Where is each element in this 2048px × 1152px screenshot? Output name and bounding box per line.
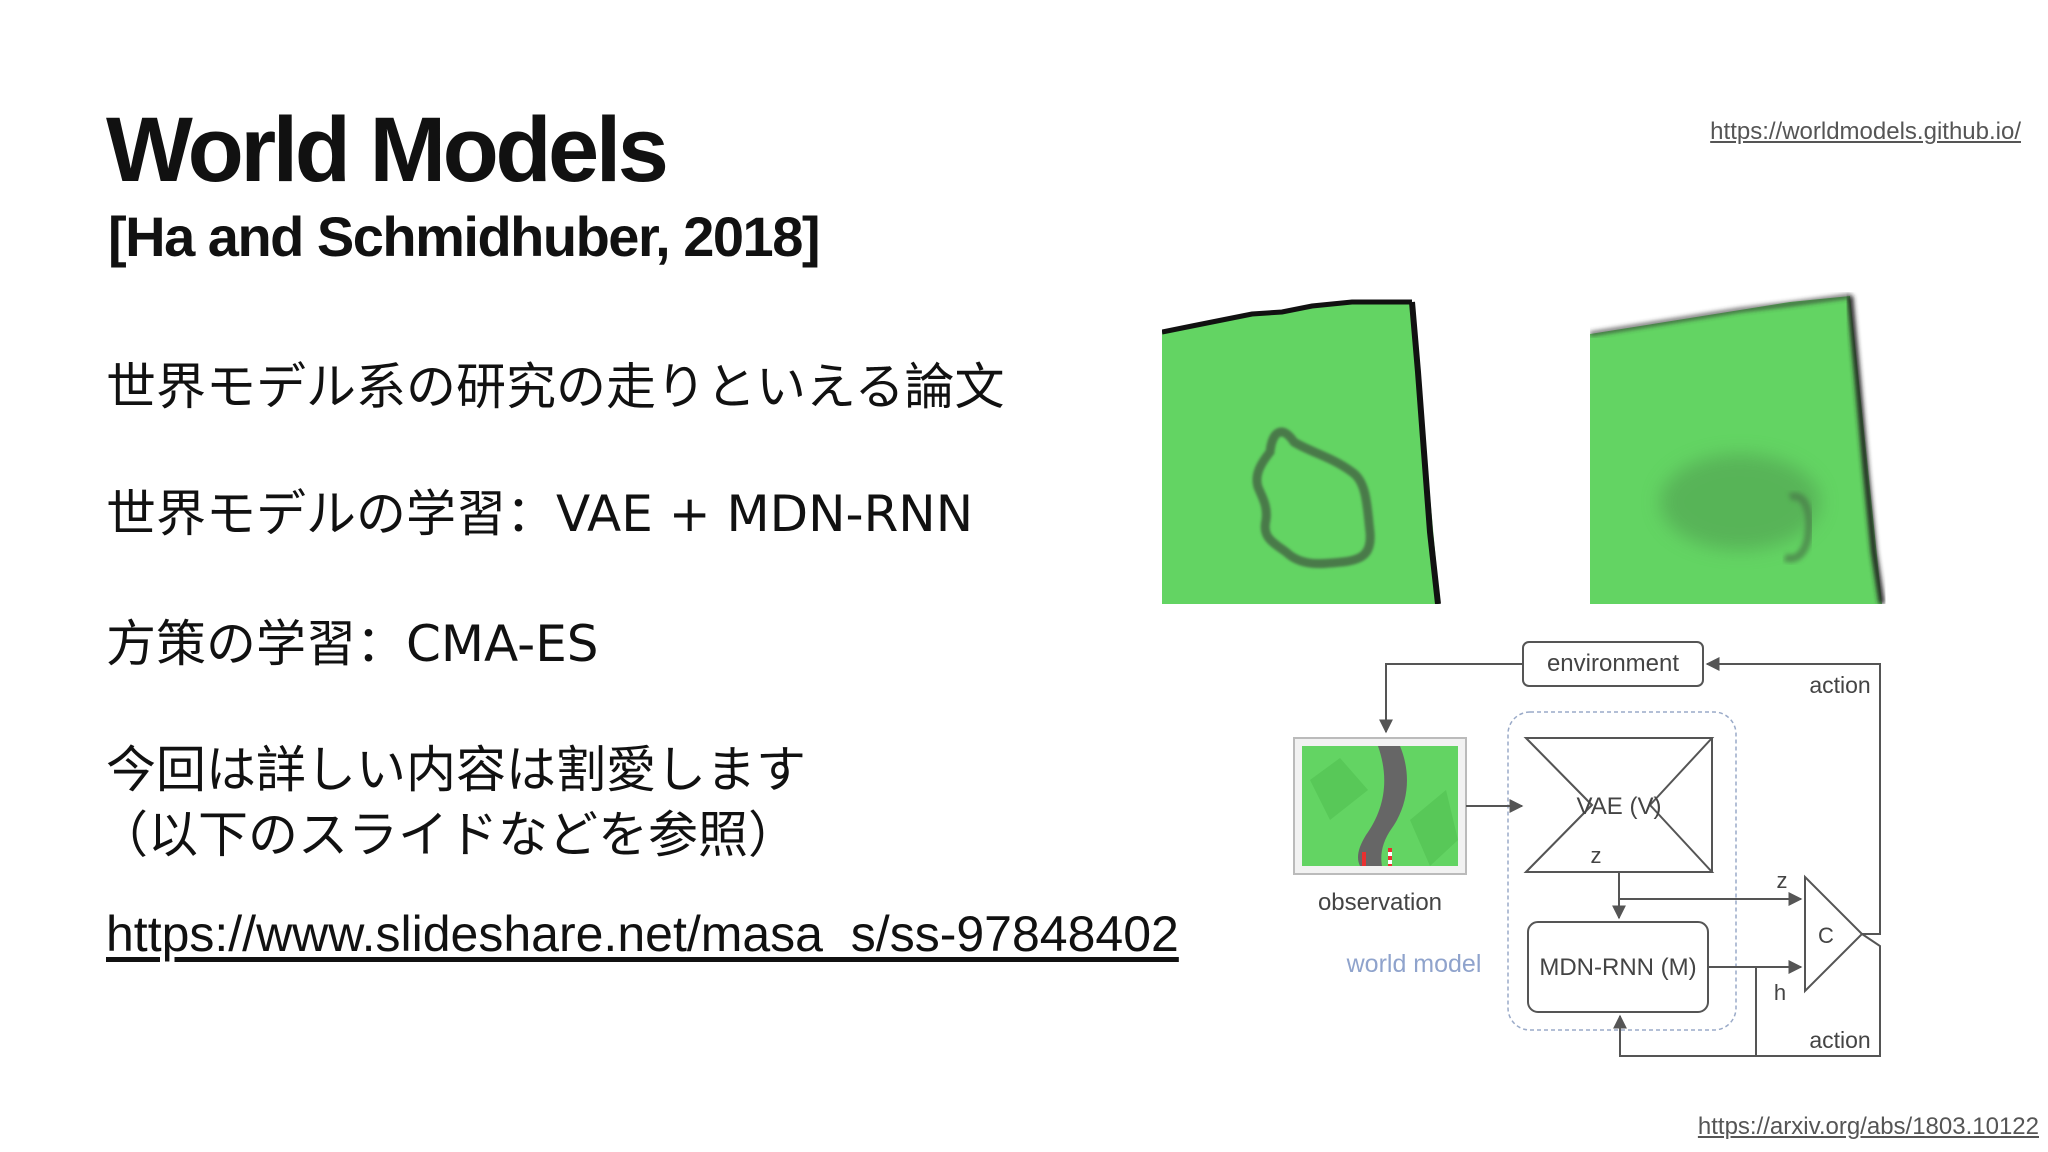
world-model-label: world model xyxy=(1346,950,1482,978)
environment-box: environment xyxy=(1522,641,1704,687)
bullet-2: 世界モデルの学習：VAE + MDN-RNN xyxy=(106,485,974,543)
observation-label: observation xyxy=(1318,889,1442,916)
diagram-connectors xyxy=(1379,657,1881,1057)
real-frame-image xyxy=(1162,299,1441,604)
controller-label: C xyxy=(1818,923,1834,948)
vae-label: VAE (V) xyxy=(1577,793,1662,820)
slideshare-link[interactable]: https://www.slideshare.net/masa_s/ss-978… xyxy=(106,906,1179,962)
dream-frame-image xyxy=(1590,294,1885,604)
car-racing-frames xyxy=(1162,292,2022,604)
action-label-top: action xyxy=(1809,672,1870,698)
controller-h-label: h xyxy=(1774,980,1786,1005)
vae-z-label: z xyxy=(1591,843,1602,868)
observation-frame xyxy=(1293,737,1467,875)
bullet-1: 世界モデル系の研究の走りといえる論文 xyxy=(106,358,1005,416)
mdn-rnn-label: MDN-RNN (M) xyxy=(1539,954,1696,981)
slide-subtitle: [Ha and Schmidhuber, 2018] xyxy=(108,205,820,268)
world-model-container xyxy=(1507,711,1737,1031)
environment-label: environment xyxy=(1547,650,1679,677)
bullet-4: 今回は詳しい内容は割愛します （以下のスライドなどを参照） xyxy=(98,738,806,868)
controller-shape xyxy=(1804,874,1864,994)
action-label-bottom: action xyxy=(1809,1027,1870,1053)
bullet-4-line-1: 今回は詳しい内容は割愛します xyxy=(106,741,806,799)
world-model-diagram: environment world model observation VAE … xyxy=(1293,641,1881,1057)
project-link[interactable]: https://worldmodels.github.io/ xyxy=(1710,118,2021,145)
bullet-3: 方策の学習：CMA-ES xyxy=(106,615,599,673)
bullet-4-line-2: （以下のスライドなどを参照） xyxy=(98,806,798,864)
arxiv-link[interactable]: https://arxiv.org/abs/1803.10122 xyxy=(1697,1113,2039,1140)
mdn-rnn-box: MDN-RNN (M) xyxy=(1527,921,1709,1013)
controller-z-label: z xyxy=(1777,868,1788,893)
slide-title: World Models xyxy=(106,99,669,201)
